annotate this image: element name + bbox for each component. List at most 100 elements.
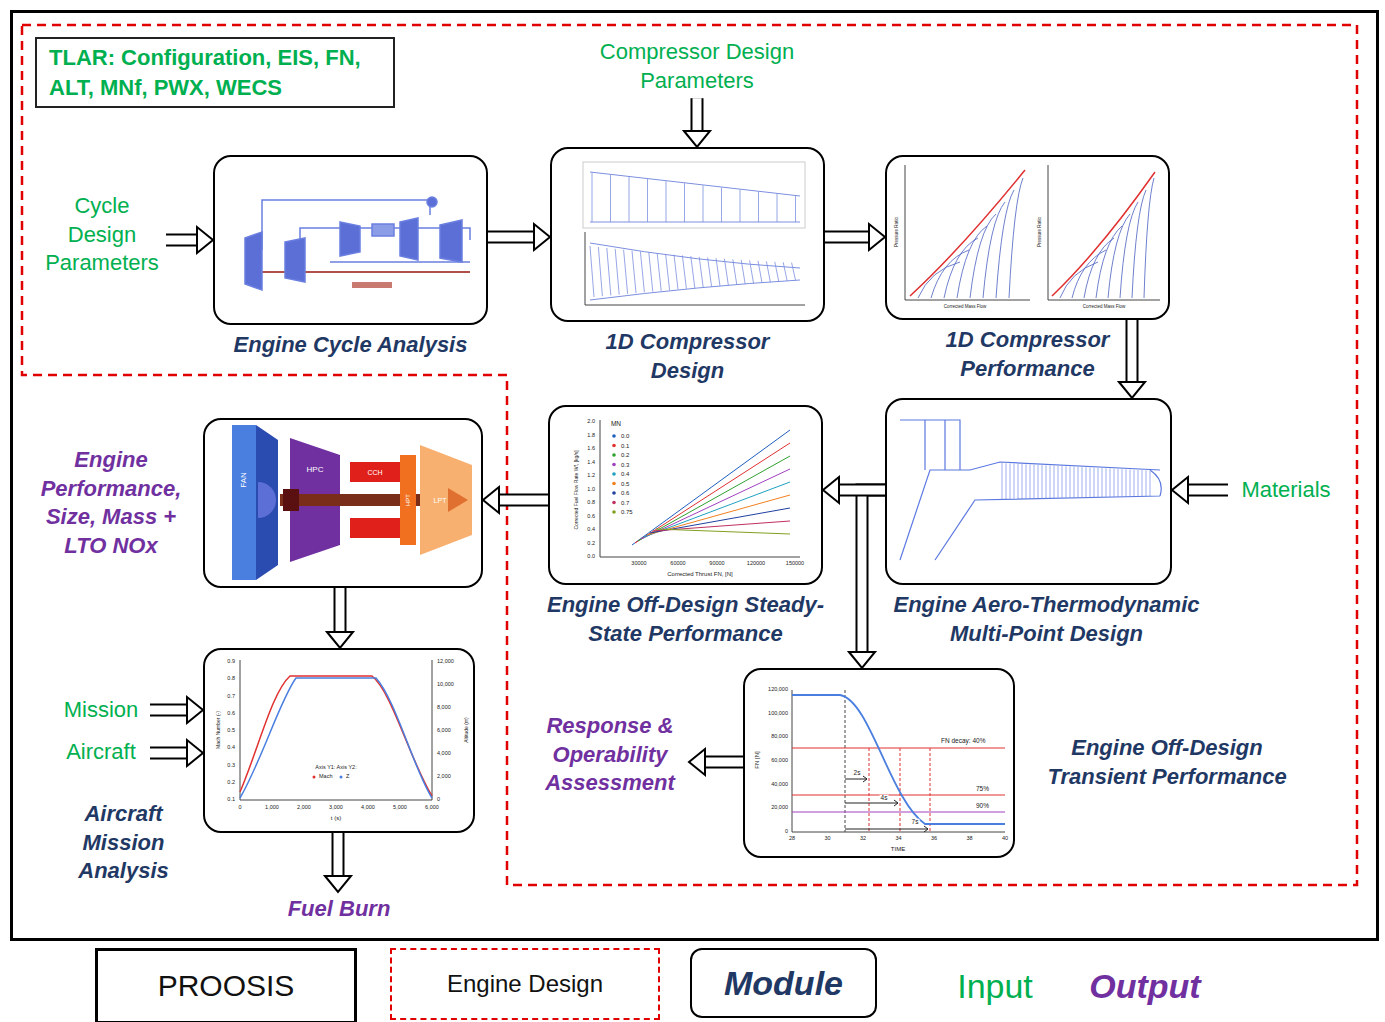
block-arrow xyxy=(825,224,885,250)
plot-stroke xyxy=(724,259,728,286)
arrow-fill xyxy=(839,486,885,495)
chart-label: 0.5 xyxy=(620,481,630,487)
compressor-design-plot xyxy=(585,232,805,305)
plot-stroke xyxy=(1046,465,1047,498)
plot-stroke xyxy=(590,246,594,297)
plot-stroke xyxy=(1118,469,1119,497)
legend-sample: Module xyxy=(690,948,877,1018)
flowpath-plot xyxy=(900,420,1161,560)
plot-stroke xyxy=(650,508,790,533)
chart-label: 6,000 xyxy=(424,805,440,811)
chart-label: 0.2 xyxy=(226,780,236,786)
block-arrow xyxy=(166,227,213,253)
mission-plot xyxy=(240,660,432,800)
chart-label: 0.6 xyxy=(586,514,596,520)
chart-label: 0.75 xyxy=(620,509,634,515)
arrow-fill xyxy=(336,588,345,632)
plot-stroke xyxy=(1090,468,1091,498)
module-box: Engine Cycle Analysis xyxy=(213,155,488,325)
plot-stroke xyxy=(657,253,661,291)
arrow-head xyxy=(325,876,351,892)
module-box: Engine Aero-Thermodynamic Multi-Point De… xyxy=(885,398,1172,585)
chart-label: Corrected Thrust FN, [N] xyxy=(666,571,734,577)
chart-label: Corrected Mass Flow xyxy=(1082,305,1127,310)
transient-plot xyxy=(845,690,846,832)
mission-plot xyxy=(340,776,343,779)
plot-stroke xyxy=(1072,250,1106,298)
plot-stroke xyxy=(758,192,759,222)
plot-stroke xyxy=(931,250,969,298)
arrow-fill xyxy=(1128,320,1137,382)
node-text: Materials xyxy=(1232,476,1340,505)
chart-label: 0.4 xyxy=(226,746,236,752)
compressor-design-plot xyxy=(590,172,800,222)
plot-stroke xyxy=(721,187,722,222)
input-label: Mission xyxy=(55,696,147,725)
chart-label: 90000 xyxy=(708,561,725,567)
plot-stroke xyxy=(741,260,745,284)
transient-plot xyxy=(863,776,928,832)
arrow-outline xyxy=(691,98,704,131)
cycle-schematic xyxy=(372,224,394,236)
block-arrow xyxy=(1119,320,1145,398)
plot-stroke xyxy=(1126,469,1127,496)
plot-stroke xyxy=(996,190,1014,298)
module-title: Engine Off-Design Steady-State Performan… xyxy=(521,591,851,648)
chart-label: 0 xyxy=(784,829,789,835)
plot-stroke xyxy=(674,255,678,290)
output-label: Response & Operability Assessment xyxy=(535,712,685,798)
plot-stroke xyxy=(682,255,686,288)
plot-stroke xyxy=(1150,471,1151,497)
arrow-fill xyxy=(334,833,343,876)
plot-stroke xyxy=(1066,466,1067,497)
chart-label: 0 xyxy=(436,797,441,803)
plot-stroke xyxy=(1098,468,1099,497)
chart-label: 0.8 xyxy=(226,677,236,683)
legend-text: Output xyxy=(1089,967,1200,1006)
chart-label: 2,000 xyxy=(436,774,452,780)
block-arrow xyxy=(150,697,203,723)
plot-stroke xyxy=(610,175,611,222)
plot-stroke xyxy=(666,254,670,290)
chart-label: 8,000 xyxy=(436,705,452,711)
module-title: Engine Performance, Size, Mass + LTO NOx xyxy=(31,446,191,560)
plot-stroke xyxy=(647,495,790,535)
chart-label: 34 xyxy=(894,836,902,842)
chart-label: 30 xyxy=(823,836,831,842)
plot-stroke xyxy=(612,444,616,448)
proosis-frame xyxy=(12,12,1378,940)
plot-stroke xyxy=(1058,466,1059,498)
arrow-head xyxy=(187,697,203,723)
plot-stroke xyxy=(635,443,790,543)
engine-picture xyxy=(420,445,472,555)
plot-stroke xyxy=(1042,465,1043,498)
chart-label: 12,000 xyxy=(436,659,455,665)
plot-stroke xyxy=(647,179,648,222)
node-text: Cycle Design Parameters xyxy=(42,192,162,278)
block-arrow xyxy=(483,487,548,513)
chart-label: 80,000 xyxy=(770,735,789,741)
chart-label: 75% xyxy=(975,786,990,793)
arrow-head xyxy=(327,632,353,648)
arrow-outline xyxy=(839,484,885,497)
module-box: 1D Compressor Design xyxy=(550,147,825,322)
chart-label: CCH xyxy=(367,469,382,476)
arrow-outline xyxy=(825,231,869,244)
chart-label: 0.3 xyxy=(620,462,630,468)
plot-stroke xyxy=(1022,464,1023,498)
chart-label: 120,000 xyxy=(767,687,789,693)
arrow-outline xyxy=(1188,484,1228,497)
node-text: Compressor Design Parameters xyxy=(582,38,812,95)
cycle-schematic xyxy=(340,222,360,256)
chart-label: 2,000 xyxy=(296,805,312,811)
chart-label: 30000 xyxy=(630,561,647,567)
plot-stroke xyxy=(592,173,593,222)
chart-label: 7s xyxy=(911,819,920,826)
plot-stroke xyxy=(1026,464,1027,498)
arrow-fill xyxy=(693,98,702,131)
chart-label: 60000 xyxy=(669,561,686,567)
chart-label: 0.5 xyxy=(226,728,236,734)
plot-stroke xyxy=(1106,468,1107,497)
node-text: TLAR: Configuration, EIS, FN, ALT, MNf, … xyxy=(49,43,381,102)
